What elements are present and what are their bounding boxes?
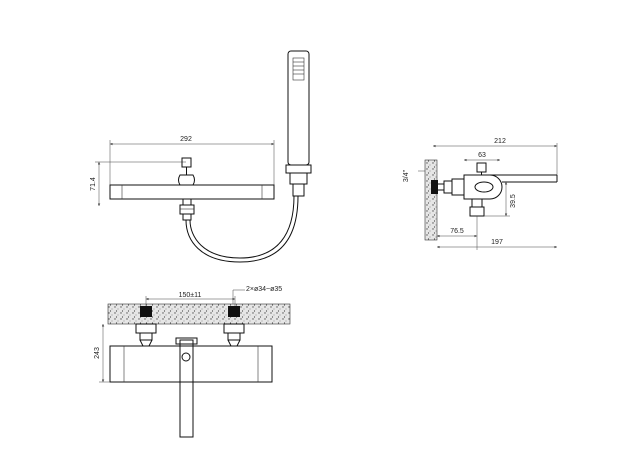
plan-view: 150±11 2×ø34~ø35 243 — [94, 286, 291, 438]
wall-section — [424, 159, 438, 241]
inlet-left — [140, 306, 152, 317]
mixer-body — [109, 184, 275, 200]
dim-top-width: 292 — [180, 136, 192, 143]
dim-side-nut: 63 — [478, 152, 486, 159]
dim-side-thread: 3/4" — [403, 169, 410, 182]
dim-bottom-centers: 150±11 — [179, 292, 202, 299]
shower-hose-inner — [189, 195, 295, 259]
dim-side-offset: 76.5 — [450, 228, 464, 235]
front-view: 292 71.4 — [90, 50, 312, 263]
inlet-right — [228, 306, 240, 317]
dim-side-drop: 39.5 — [510, 194, 517, 208]
dim-top-height: 71.4 — [90, 177, 97, 191]
shower-head-face — [292, 57, 305, 81]
wall-slab — [107, 303, 291, 325]
dim-bottom-height: 243 — [94, 347, 101, 359]
mixer-body-plan — [109, 345, 273, 383]
inlet-connector — [431, 180, 438, 194]
hand-shower — [287, 50, 310, 166]
dim-bottom-inlets: 2×ø34~ø35 — [246, 286, 282, 293]
spout-plan — [179, 339, 194, 438]
diverter-base — [178, 174, 195, 186]
diverter-knob-plan — [181, 352, 191, 362]
side-view: 212 63 3/4" 39.5 76.5 — [403, 138, 558, 250]
dim-side-depth: 197 — [491, 239, 503, 246]
dim-side-overall: 212 — [494, 138, 506, 145]
body-port — [474, 181, 494, 193]
diverter-knob — [181, 157, 192, 168]
shower-hose-outer — [185, 195, 299, 263]
mixer-body-side — [463, 174, 503, 200]
